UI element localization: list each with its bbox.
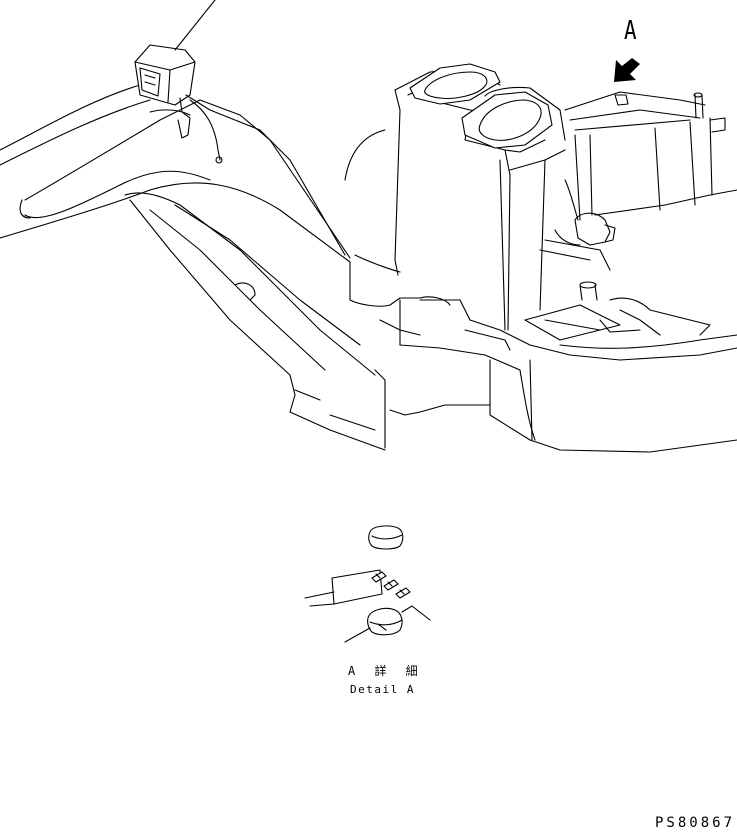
view-arrow-icon <box>614 58 640 82</box>
boom-arm <box>0 84 386 451</box>
detail-a-parts <box>304 525 431 643</box>
cover-openings <box>409 63 553 149</box>
drawing-number: PS80867 <box>655 815 736 831</box>
view-callout-label: A <box>624 16 637 46</box>
engine-compartment <box>524 91 737 349</box>
boom-light <box>134 0 346 256</box>
detail-title-en: Detail A <box>350 683 415 696</box>
detail-title-jp: A 詳 細 <box>348 664 424 678</box>
